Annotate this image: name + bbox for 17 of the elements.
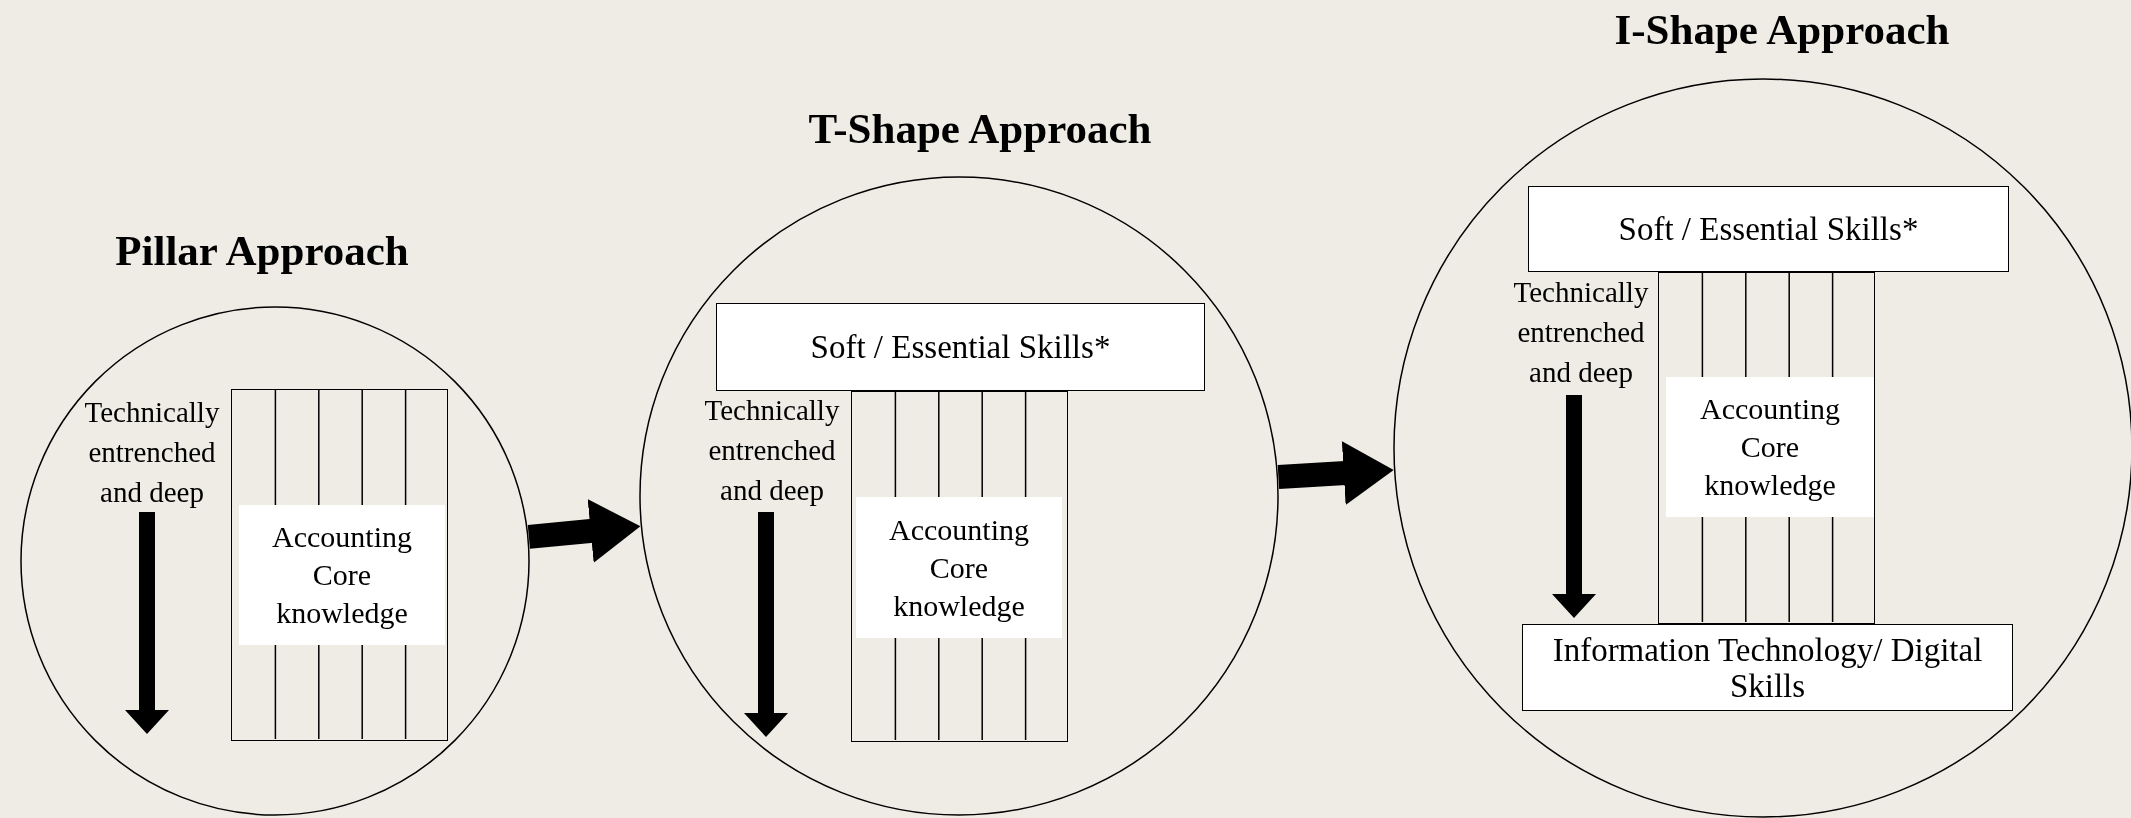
pillar-box: [231, 389, 448, 741]
pillar-box: [851, 391, 1068, 742]
skills-box: Information Technology/ Digital Skills: [1522, 624, 2013, 711]
skills-box: Soft / Essential Skills*: [1528, 186, 2009, 272]
depth-note: Technically entrenched and deep: [1512, 275, 1650, 390]
approach-title: T-Shape Approach: [808, 104, 1152, 153]
block-arrow: [527, 499, 641, 563]
approach-title: I-Shape Approach: [1614, 5, 1950, 54]
depth-note: Technically entrenched and deep: [83, 395, 221, 510]
block-arrow: [1277, 441, 1394, 505]
depth-note: Technically entrenched and deep: [703, 393, 841, 508]
knowledge-label: Accounting Core knowledge: [1666, 377, 1874, 517]
approach-title: Pillar Approach: [115, 226, 409, 275]
knowledge-label: Accounting Core knowledge: [856, 497, 1062, 638]
skills-box: Soft / Essential Skills*: [716, 303, 1205, 391]
knowledge-label: Accounting Core knowledge: [239, 505, 445, 645]
pillar-box: [1658, 272, 1875, 624]
